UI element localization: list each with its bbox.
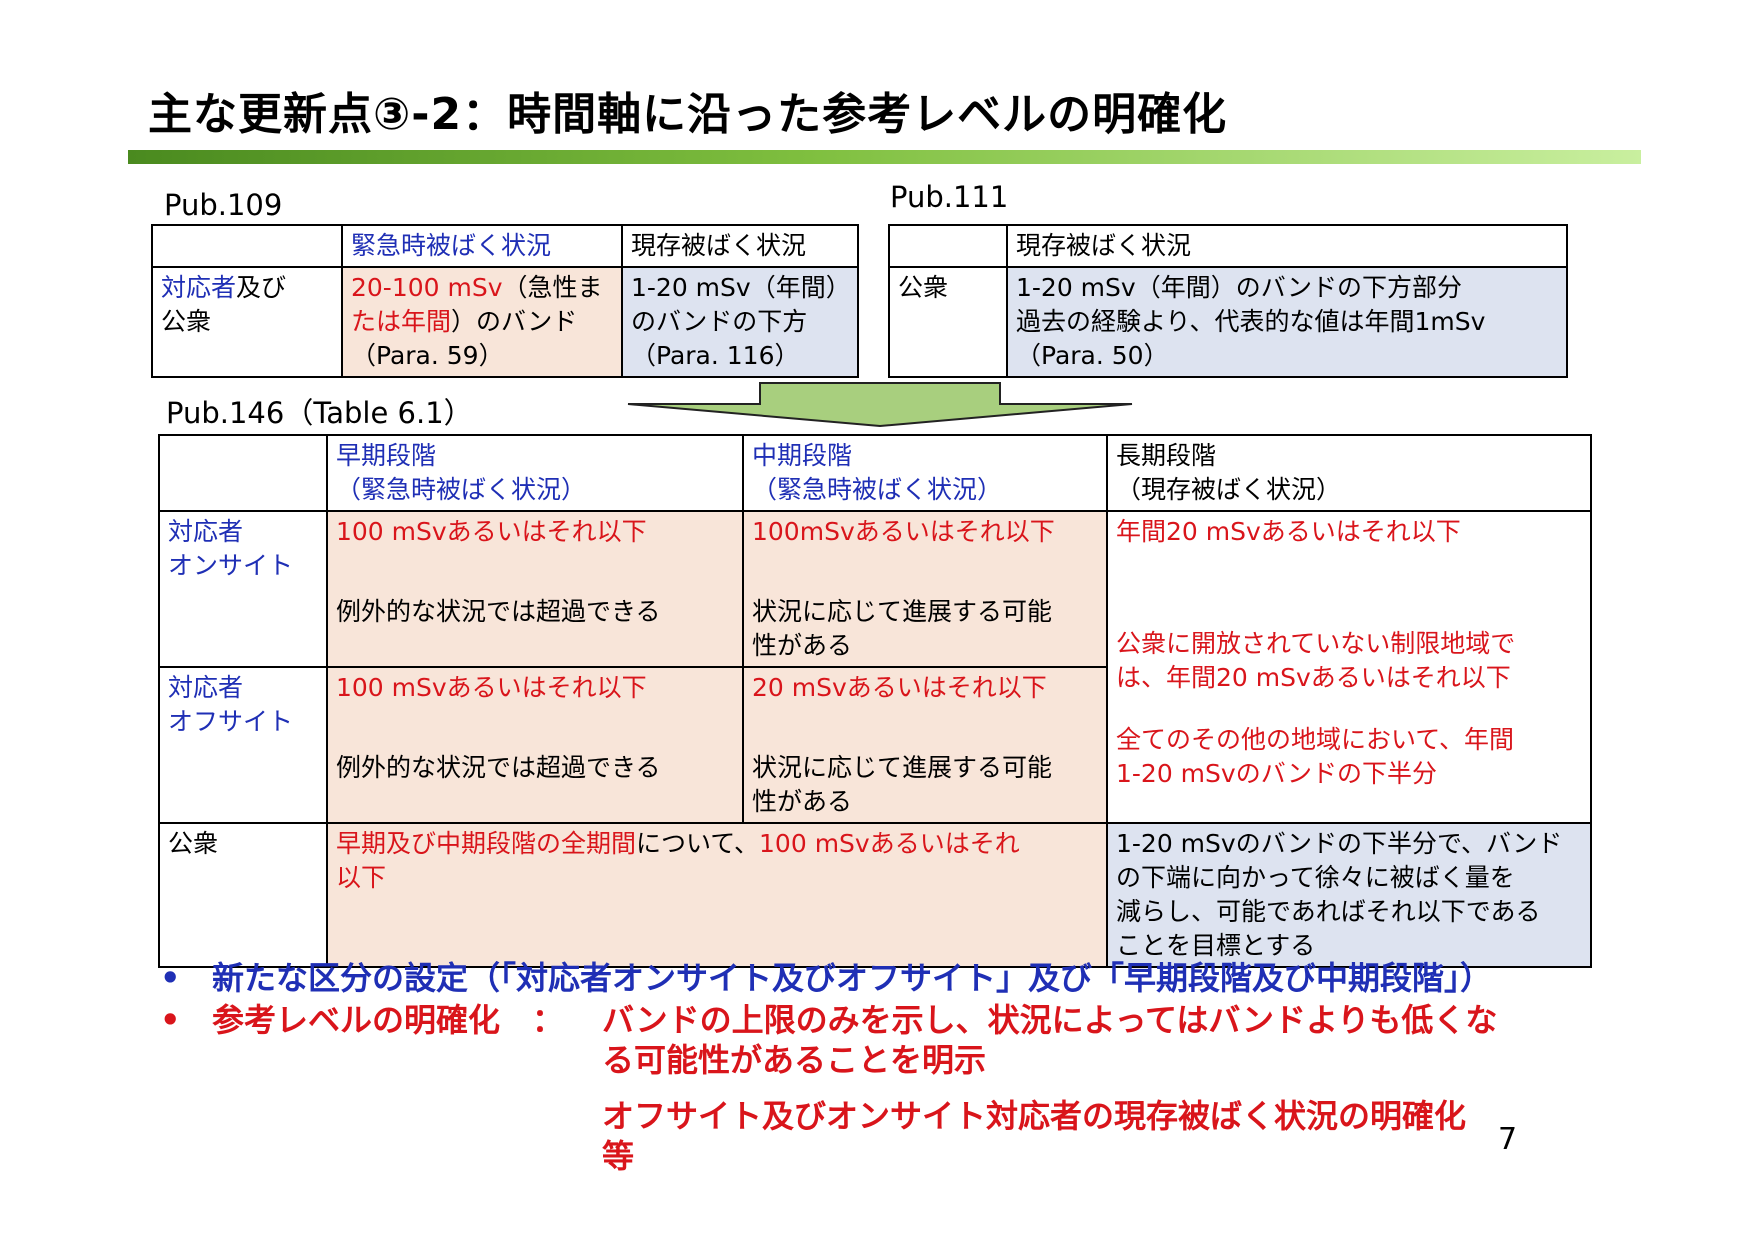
- bullet-clarification-line4: 等: [602, 1137, 635, 1175]
- page-title: 主な更新点③-2：時間軸に沿った参考レベルの明確化: [148, 89, 1228, 140]
- pub146-long-responders-4: 全てのその他の地域において、年間: [1116, 725, 1515, 754]
- bullet-new-categories: 新たな区分の設定（「対応者オンサイト及びオフサイト」及び「早期段階及び中期段階」…: [212, 959, 1493, 997]
- pub111-line1: 1-20 mSv（年間）のバンドの下方部分: [1016, 273, 1462, 302]
- pub109-existing-para: （Para. 116）: [631, 341, 800, 370]
- pub146-header-mid-sub: （緊急時被ばく状況）: [752, 475, 1003, 504]
- down-arrow-icon: [627, 382, 1133, 428]
- pub146-offsite-label: 対応者 オフサイト: [158, 666, 328, 824]
- pub111-row-label: 公衆: [888, 266, 1008, 378]
- page-number: 7: [1498, 1122, 1518, 1157]
- pub146-offsite-mid-limit: 20 mSvあるいはそれ以下: [752, 673, 1047, 702]
- pub146-offsite-label-2: オフサイト: [168, 707, 294, 736]
- pub109-existing-value: 1-20 mSv（年間）: [631, 273, 851, 302]
- pub146-onsite-mid-note-2: 性がある: [752, 631, 853, 660]
- pub111-line3: （Para. 50）: [1016, 341, 1169, 370]
- pub111-line2: 過去の経験より、代表的な値は年間1mSv: [1016, 307, 1486, 336]
- pub111-header-empty: [888, 224, 1008, 268]
- pub109-label: Pub.109: [164, 188, 283, 222]
- pub146-header-early-sub: （緊急時被ばく状況）: [336, 475, 587, 504]
- bullet-clarification-line1: バンドの上限のみを示し、状況によってはバンドよりも低くな: [602, 1001, 1498, 1039]
- pub146-public-about: について、: [636, 829, 760, 858]
- pub146-long-responders-1: 年間20 mSvあるいはそれ以下: [1116, 517, 1461, 546]
- pub146-onsite-mid-note-1: 状況に応じて進展する可能: [752, 597, 1053, 626]
- pub109-row-label-and: 及び: [236, 273, 287, 302]
- pub146-header-early: 早期段階 （緊急時被ばく状況）: [326, 434, 744, 512]
- pub146-header-long-title: 長期段階: [1116, 441, 1217, 470]
- bullet-dot-2: •: [160, 1001, 181, 1039]
- pub146-offsite-mid: 20 mSvあるいはそれ以下 状況に応じて進展する可能 性がある: [742, 666, 1108, 824]
- pub109-header-existing: 現存被ばく状況: [621, 224, 859, 268]
- pub111-existing-cell: 1-20 mSv（年間）のバンドの下方部分 過去の経験より、代表的な値は年間1m…: [1006, 266, 1568, 378]
- pub109-emergency-para: （Para. 59）: [351, 341, 504, 370]
- pub109-header-empty: [151, 224, 343, 268]
- pub109-existing-band: のバンドの下方: [631, 307, 808, 336]
- pub146-table: 早期段階 （緊急時被ばく状況） 中期段階 （緊急時被ばく状況） 長期段階 （現存…: [158, 434, 1592, 968]
- pub146-offsite-early-note: 例外的な状況では超過できる: [336, 753, 661, 782]
- pub109-emergency-annual: たは年間: [351, 307, 452, 336]
- pub146-onsite-label: 対応者 オンサイト: [158, 510, 328, 668]
- pub146-header-early-title: 早期段階: [336, 441, 437, 470]
- pub146-long-responders: 年間20 mSvあるいはそれ以下 公衆に開放されていない制限地域で は、年間20…: [1106, 510, 1592, 824]
- pub146-label: Pub.146（Table 6.1）: [166, 396, 473, 430]
- pub146-header-empty: [158, 434, 328, 512]
- pub146-onsite-early-limit: 100 mSvあるいはそれ以下: [336, 517, 647, 546]
- bullet-dot-1: •: [160, 959, 181, 997]
- pub146-onsite-label-2: オンサイト: [168, 551, 294, 580]
- pub146-public-period: 早期及び中期段階の全期間: [336, 829, 637, 858]
- pub146-offsite-mid-note-2: 性がある: [752, 787, 853, 816]
- pub146-offsite-label-1: 対応者: [168, 673, 244, 702]
- pub111-label: Pub.111: [890, 180, 1009, 214]
- pub146-long-responders-5: 1-20 mSvのバンドの下半分: [1116, 759, 1437, 788]
- pub146-public-long-1: 1-20 mSvのバンドの下半分で、バンド: [1116, 829, 1563, 858]
- pub109-emergency-paren: （急性ま: [502, 273, 603, 302]
- pub146-offsite-early-limit: 100 mSvあるいはそれ以下: [336, 673, 647, 702]
- pub146-header-long-sub: （現存被ばく状況）: [1116, 475, 1342, 504]
- pub146-public-long: 1-20 mSvのバンドの下半分で、バンド の下端に向かって徐々に被ばく量を 減…: [1106, 822, 1592, 968]
- pub146-public-label: 公衆: [158, 822, 328, 968]
- pub109-row-label-responders: 対応者: [161, 273, 237, 302]
- bullet-list: • 新たな区分の設定（「対応者オンサイト及びオフサイト」及び「早期段階及び中期段…: [160, 958, 1600, 1178]
- pub146-public-long-4: ことを目標とする: [1116, 931, 1316, 960]
- pub146-onsite-mid-limit: 100mSvあるいはそれ以下: [752, 517, 1055, 546]
- pub146-long-responders-2: 公衆に開放されていない制限地域で: [1116, 629, 1516, 658]
- pub146-public-long-3: 減らし、可能であればそれ以下である: [1116, 897, 1541, 926]
- pub146-public-limit: 100 mSvあるいはそれ: [759, 829, 1020, 858]
- pub146-public-long-2: の下端に向かって徐々に被ばく量を: [1116, 863, 1515, 892]
- pub146-onsite-label-1: 対応者: [168, 517, 244, 546]
- pub111-table: 現存被ばく状況 公衆 1-20 mSv（年間）のバンドの下方部分 過去の経験より…: [888, 224, 1568, 378]
- pub109-row-label-public: 公衆: [161, 307, 212, 336]
- pub146-public-early-mid: 早期及び中期段階の全期間について、100 mSvあるいはそれ 以下: [326, 822, 1108, 968]
- pub109-table: 緊急時被ばく状況 現存被ばく状況 対応者及び 公衆 20-100 mSv（急性ま…: [151, 224, 859, 378]
- bullet-clarification-line2: る可能性があることを明示: [602, 1041, 987, 1079]
- pub146-onsite-early: 100 mSvあるいはそれ以下 例外的な状況では超過できる: [326, 510, 744, 668]
- pub109-existing-cell: 1-20 mSv（年間） のバンドの下方 （Para. 116）: [621, 266, 859, 378]
- pub146-onsite-early-note: 例外的な状況では超過できる: [336, 597, 661, 626]
- pub146-onsite-mid: 100mSvあるいはそれ以下 状況に応じて進展する可能 性がある: [742, 510, 1108, 668]
- pub109-emergency-band: ）のバンド: [451, 307, 578, 336]
- pub146-header-mid-title: 中期段階: [752, 441, 853, 470]
- pub146-offsite-mid-note-1: 状況に応じて進展する可能: [752, 753, 1053, 782]
- pub146-header-mid: 中期段階 （緊急時被ばく状況）: [742, 434, 1108, 512]
- pub111-header-existing: 現存被ばく状況: [1006, 224, 1568, 268]
- pub146-offsite-early: 100 mSvあるいはそれ以下 例外的な状況では超過できる: [326, 666, 744, 824]
- pub109-header-emergency: 緊急時被ばく状況: [341, 224, 623, 268]
- pub146-header-long: 長期段階 （現存被ばく状況）: [1106, 434, 1592, 512]
- bullet-clarification-label: 参考レベルの明確化 ：: [212, 1001, 565, 1039]
- pub146-public-below: 以下: [336, 863, 387, 892]
- title-underline: [128, 150, 1641, 164]
- pub109-emergency-cell: 20-100 mSv（急性ま たは年間）のバンド （Para. 59）: [341, 266, 623, 378]
- pub109-emergency-value: 20-100 mSv: [351, 273, 503, 302]
- bullet-clarification-line3: オフサイト及びオンサイト対応者の現存被ばく状況の明確化: [602, 1097, 1467, 1135]
- pub146-long-responders-3: は、年間20 mSvあるいはそれ以下: [1116, 663, 1511, 692]
- pub109-row-label: 対応者及び 公衆: [151, 266, 343, 378]
